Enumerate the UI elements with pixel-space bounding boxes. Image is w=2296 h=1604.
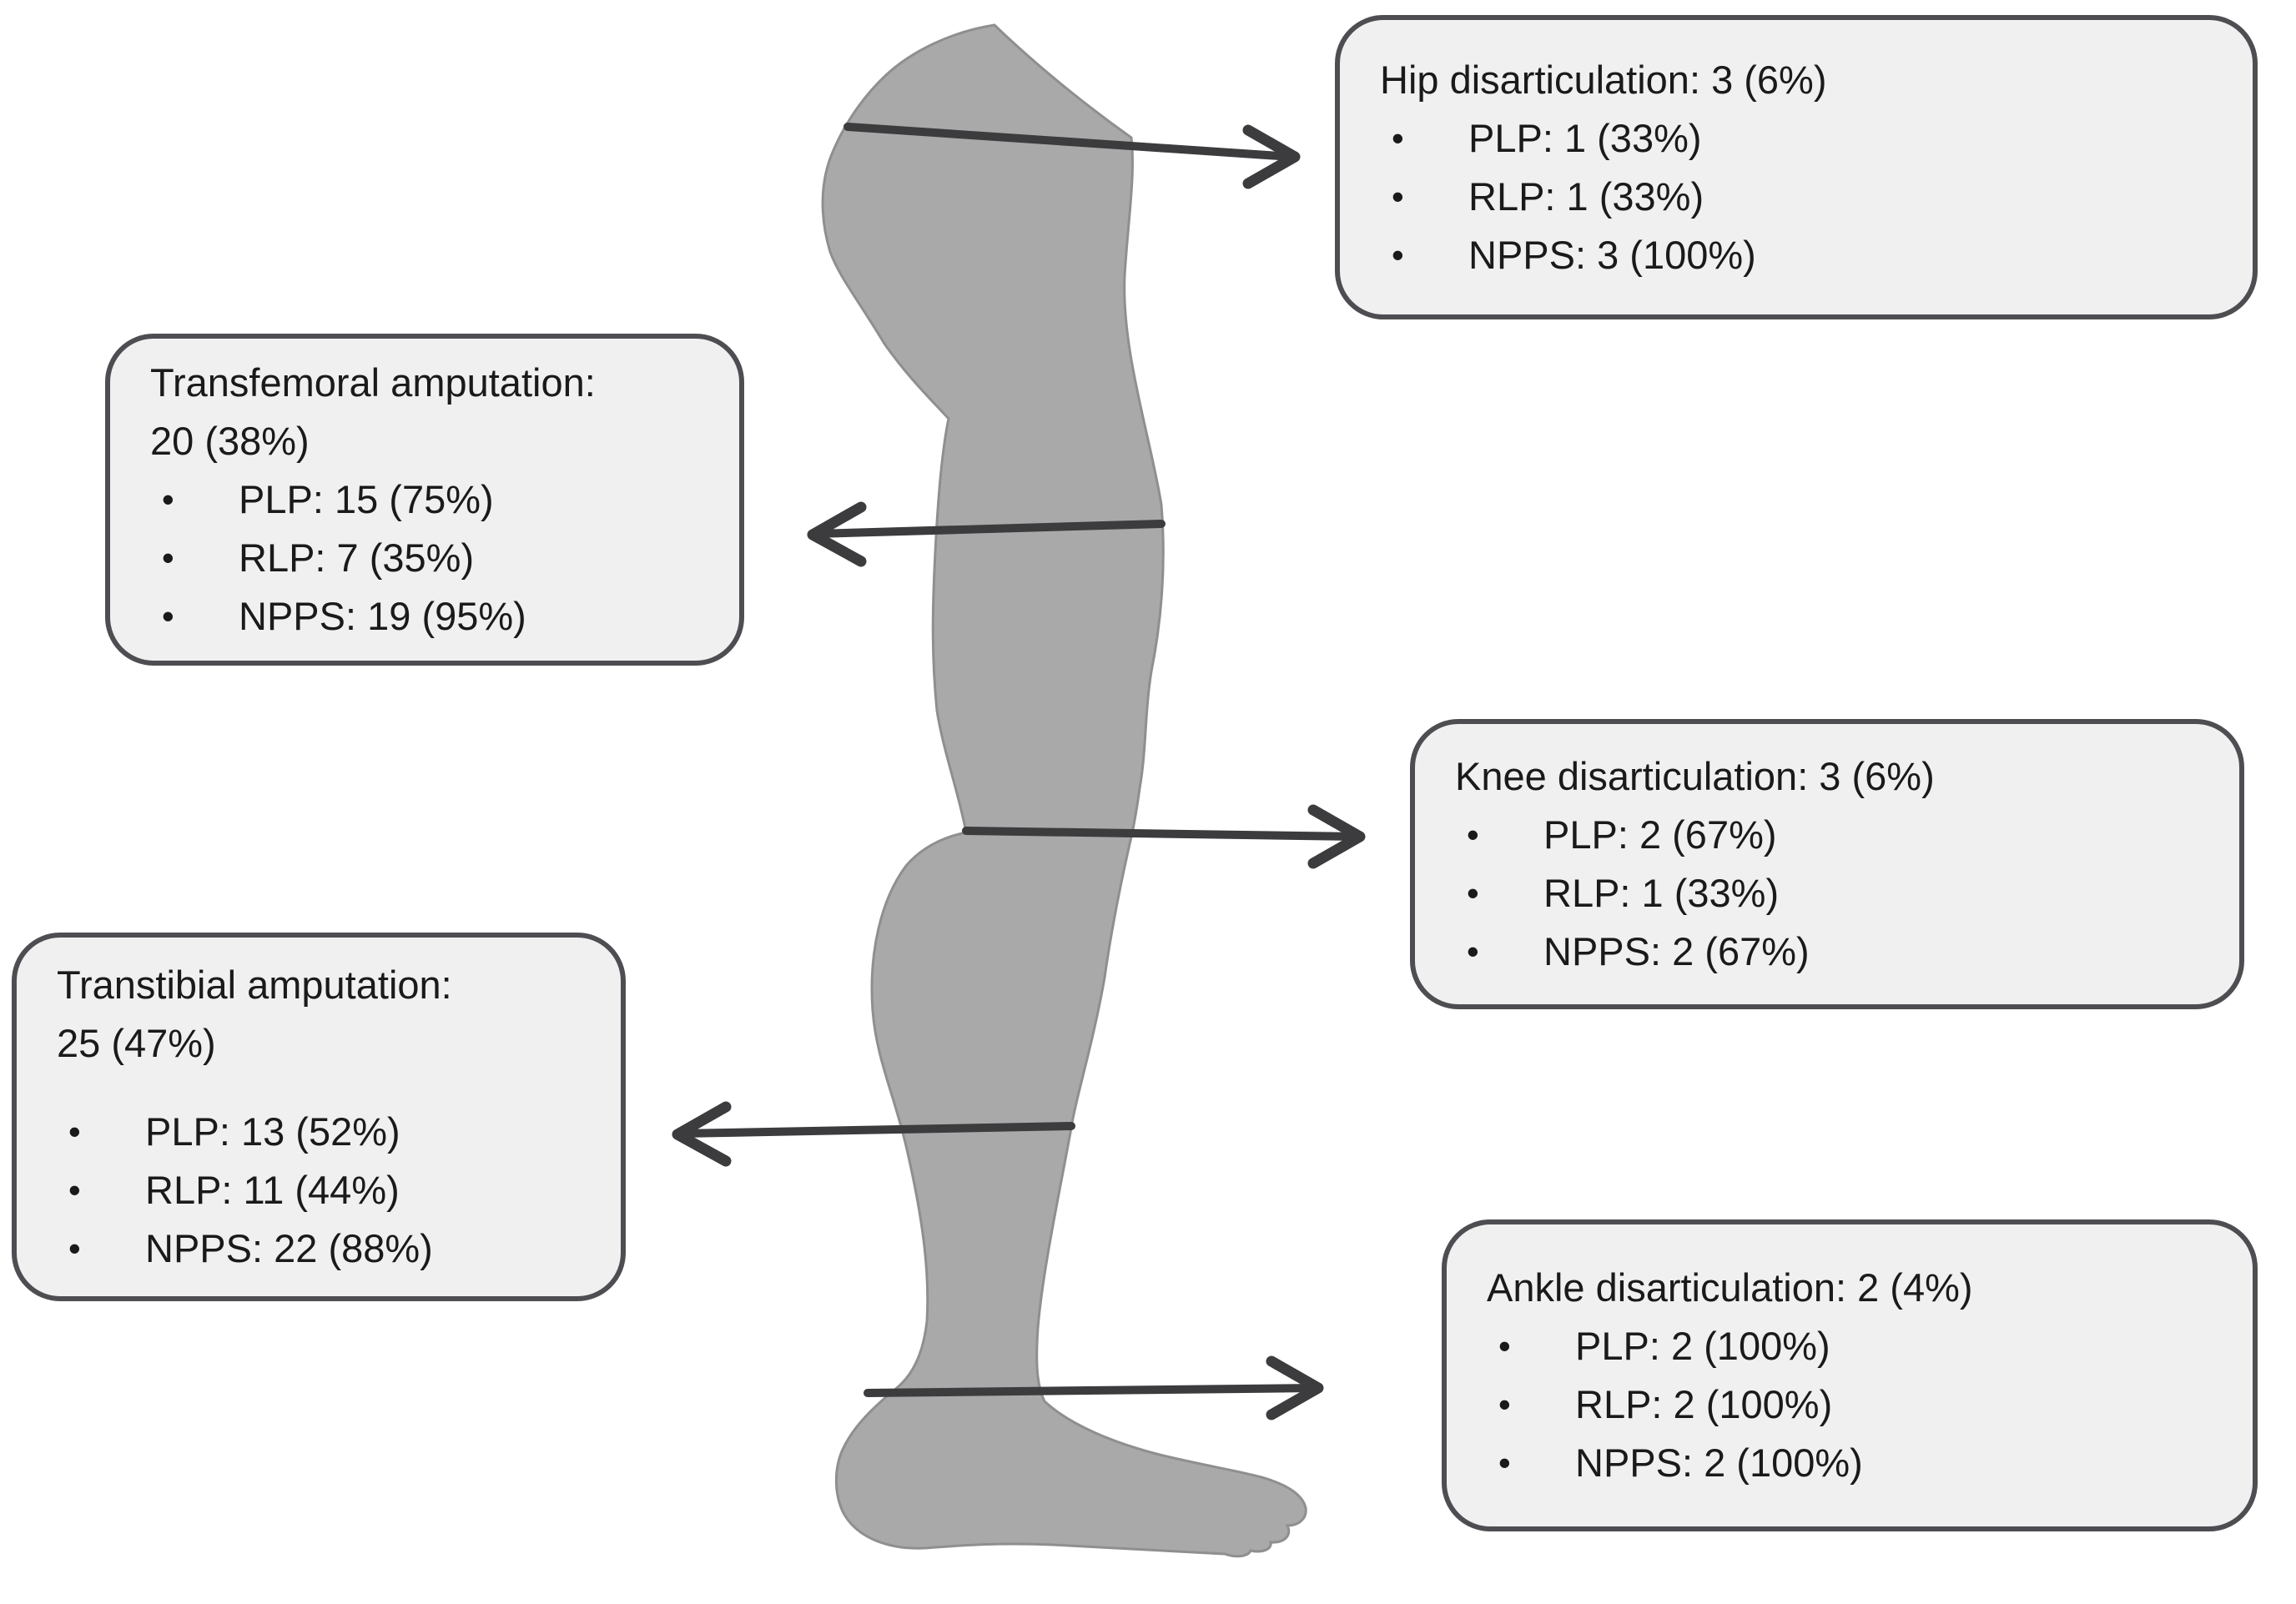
bullet-item: • NPPS: 2 (100%) <box>1487 1434 2213 1492</box>
bullet-label: NPPS: 19 (95%) <box>239 594 526 638</box>
transtibial-arrow <box>672 1101 1075 1167</box>
callout-transtibial-amputation: Transtibial amputation: 25 (47%) • PLP: … <box>12 933 626 1301</box>
bullet-item: • PLP: 2 (100%) <box>1487 1317 2213 1375</box>
bullet-item: • NPPS: 3 (100%) <box>1380 226 2213 284</box>
bullet-item: • RLP: 7 (35%) <box>150 529 699 587</box>
ankle-arrow <box>864 1355 1324 1420</box>
bullet-label: PLP: 15 (75%) <box>239 477 494 521</box>
bullet-label: RLP: 11 (44%) <box>145 1168 400 1212</box>
bullet-dot: • <box>162 480 174 519</box>
bullet-item: • PLP: 1 (33%) <box>1380 109 2213 168</box>
bullet-label: PLP: 2 (100%) <box>1575 1324 1830 1368</box>
callout-knee-disarticulation: Knee disarticulation: 3 (6%) • PLP: 2 (6… <box>1410 719 2244 1009</box>
bullet-dot: • <box>1467 873 1479 913</box>
bullet-item: • RLP: 11 (44%) <box>57 1161 581 1219</box>
callout-title: Hip disarticulation: 3 (6%) <box>1380 57 1827 102</box>
bullet-dot: • <box>1392 176 1404 216</box>
bullet-label: NPPS: 3 (100%) <box>1468 232 1756 277</box>
bullet-item: • PLP: 13 (52%) <box>57 1103 581 1161</box>
bullet-item: • RLP: 2 (100%) <box>1487 1375 2213 1434</box>
bullet-dot: • <box>162 538 174 577</box>
bullet-item: • PLP: 2 (67%) <box>1455 806 2199 864</box>
bullet-label: RLP: 7 (35%) <box>239 536 475 580</box>
bullet-dot: • <box>68 1170 81 1209</box>
callout-title: Transtibial amputation: <box>57 963 452 1007</box>
bullet-label: PLP: 2 (67%) <box>1543 812 1777 857</box>
callout-title: Knee disarticulation: 3 (6%) <box>1455 754 1935 798</box>
callout-transfemoral-amputation: Transfemoral amputation: 20 (38%) • PLP:… <box>105 334 744 666</box>
callout-title-line2: 20 (38%) <box>150 419 310 463</box>
bullet-dot: • <box>1392 234 1404 274</box>
transfemoral-arrow <box>807 501 1166 567</box>
bullet-label: NPPS: 2 (100%) <box>1575 1441 1863 1485</box>
bullet-label: RLP: 1 (33%) <box>1468 173 1704 219</box>
bullet-dot: • <box>68 1229 81 1268</box>
bullet-item: • RLP: 1 (33%) <box>1455 864 2199 923</box>
bullet-label: RLP: 2 (100%) <box>1575 1382 1833 1426</box>
bullet-dot: • <box>1498 1443 1511 1482</box>
callout-title: Transfemoral amputation: <box>150 360 596 405</box>
bullet-item: • NPPS: 19 (95%) <box>150 587 699 646</box>
hip-arrow <box>843 123 1301 189</box>
bullet-label: NPPS: 2 (67%) <box>1543 929 1810 973</box>
spacer <box>57 1073 581 1103</box>
bullet-item: • RLP: 1 (33%) <box>1380 168 2213 226</box>
bullet-label: NPPS: 22 (88%) <box>145 1226 433 1270</box>
bullet-dot: • <box>68 1112 81 1151</box>
bullet-dot: • <box>1498 1385 1511 1424</box>
bullet-item: • NPPS: 22 (88%) <box>57 1219 581 1278</box>
bullet-dot: • <box>1467 815 1479 854</box>
bullet-dot: • <box>1392 118 1404 158</box>
bullet-item: • PLP: 15 (75%) <box>150 470 699 529</box>
bullet-label: PLP: 13 (52%) <box>145 1109 400 1154</box>
leg-silhouette <box>821 23 1307 1558</box>
bullet-item: • NPPS: 2 (67%) <box>1455 923 2199 981</box>
bullet-dot: • <box>1498 1326 1511 1365</box>
callout-title-line2: 25 (47%) <box>57 1021 216 1065</box>
bullet-label: RLP: 1 (33%) <box>1543 871 1780 915</box>
bullet-dot: • <box>1467 932 1479 971</box>
knee-arrow <box>962 804 1366 869</box>
callout-title: Ankle disarticulation: 2 (4%) <box>1487 1265 1973 1310</box>
bullet-label: PLP: 1 (33%) <box>1468 115 1702 160</box>
callout-ankle-disarticulation: Ankle disarticulation: 2 (4%) • PLP: 2 (… <box>1442 1219 2258 1531</box>
bullet-dot: • <box>162 596 174 636</box>
callout-hip-disarticulation: Hip disarticulation: 3 (6%) • PLP: 1 (33… <box>1335 15 2258 319</box>
